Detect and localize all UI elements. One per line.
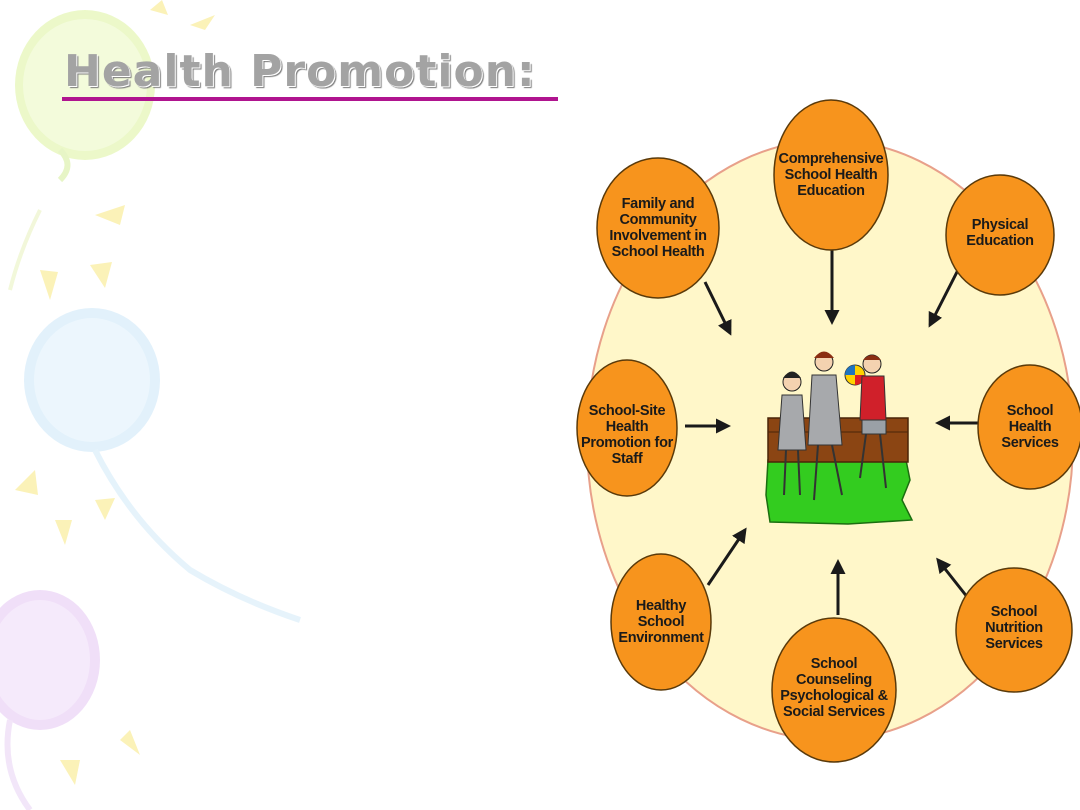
arrow-physical (928, 269, 960, 328)
node-counseling (771, 617, 897, 763)
grass (765, 454, 914, 525)
node-label-family: Family and Community Involvement in Scho… (609, 196, 707, 260)
arrow-environment (706, 527, 747, 586)
blue-balloon-icon (24, 308, 301, 623)
children-playing-illustration (765, 351, 914, 525)
node-label-nutrition: School Nutrition Services (985, 604, 1043, 652)
node-label-health-services: School Health Services (1001, 403, 1059, 451)
node-label-counseling: School Counseling Psychological & Social… (780, 656, 888, 720)
node-health-services (977, 364, 1080, 490)
arrow-family (703, 281, 732, 336)
nodes (576, 99, 1080, 763)
node-environment (610, 553, 712, 691)
purple-balloon-icon (0, 590, 100, 810)
node-comprehensive (773, 99, 889, 251)
title-underline (62, 97, 558, 101)
sparkle-rays (15, 0, 215, 785)
arrow-nutrition (936, 557, 970, 599)
node-family (596, 157, 720, 299)
node-physical (945, 174, 1055, 296)
node-label-comprehensive: Comprehensive School Health Education (778, 151, 884, 199)
node-label-staff: School-Site Health Promotion for Staff (581, 403, 673, 467)
page-title: Health Promotion: (64, 46, 536, 97)
node-nutrition (955, 567, 1073, 693)
node-staff (576, 359, 678, 497)
node-label-physical: Physical Education (966, 217, 1034, 249)
arrows (685, 250, 980, 615)
node-label-environment: Healthy School Environment (618, 598, 704, 646)
green-balloon-icon (8, 10, 155, 291)
